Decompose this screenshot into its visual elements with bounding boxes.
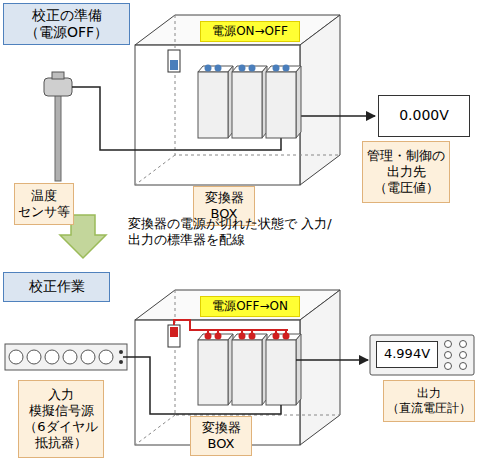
converter-box <box>135 15 340 185</box>
step-heading: 校正作業 <box>3 272 110 302</box>
part-label: 温度 センサ等 <box>14 183 74 225</box>
output-wire <box>296 115 375 117</box>
note-text: 変換器の電源が切れた状態で 入力/出力の標準器を配線 <box>128 216 333 249</box>
converter-modules <box>198 65 301 139</box>
converter-module <box>232 333 267 406</box>
node-text: 校正の準備 （電源OFF） <box>7 7 126 42</box>
node-text: 変換器 BOX <box>194 420 248 453</box>
step-heading: 校正の準備 （電源OFF） <box>3 3 130 45</box>
node-text: 温度 センサ等 <box>18 188 70 221</box>
temperature-sensor <box>44 72 72 181</box>
part-label: 出力 （直流電圧計） <box>383 380 475 422</box>
converter-module <box>266 65 301 139</box>
node-text: 4.994V <box>380 346 434 362</box>
converter-module <box>198 65 233 139</box>
part-label: 入力 模擬信号源 （6ダイヤル 抵抗器） <box>18 380 104 458</box>
node-text: 電源ON→OFF <box>204 24 296 39</box>
node-text: 入力 模擬信号源 （6ダイヤル 抵抗器） <box>22 387 100 452</box>
node-text: 0.000V <box>382 107 466 125</box>
input-wire <box>123 357 281 414</box>
voltage-display: 4.994V <box>376 341 438 368</box>
voltage-display: 0.000V <box>378 95 470 137</box>
power-line <box>174 320 208 330</box>
converter-modules <box>198 330 301 405</box>
node-text: 出力 （直流電圧計） <box>387 386 471 416</box>
dial-resistor <box>5 344 127 370</box>
output-wire <box>296 359 368 361</box>
node-text: 校正作業 <box>7 278 106 296</box>
node-text: 電源OFF→ON <box>204 299 296 314</box>
converter-module <box>198 333 233 406</box>
note-text: 変換器の電源が切れた状態で 入力/出力の標準器を配線 <box>128 216 333 249</box>
node-text: 管理・制御の 出力先 （電圧値） <box>366 148 446 197</box>
voltmeter <box>370 335 474 375</box>
power-switch <box>168 325 180 347</box>
part-label: 変換器 BOX <box>190 416 252 456</box>
power-switch <box>168 50 180 72</box>
power-note: 電源OFF→ON <box>200 296 300 317</box>
converter-module <box>232 65 267 139</box>
part-label: 管理・制御の 出力先 （電圧値） <box>362 141 450 203</box>
converter-module <box>266 333 301 406</box>
power-note: 電源ON→OFF <box>200 21 300 42</box>
